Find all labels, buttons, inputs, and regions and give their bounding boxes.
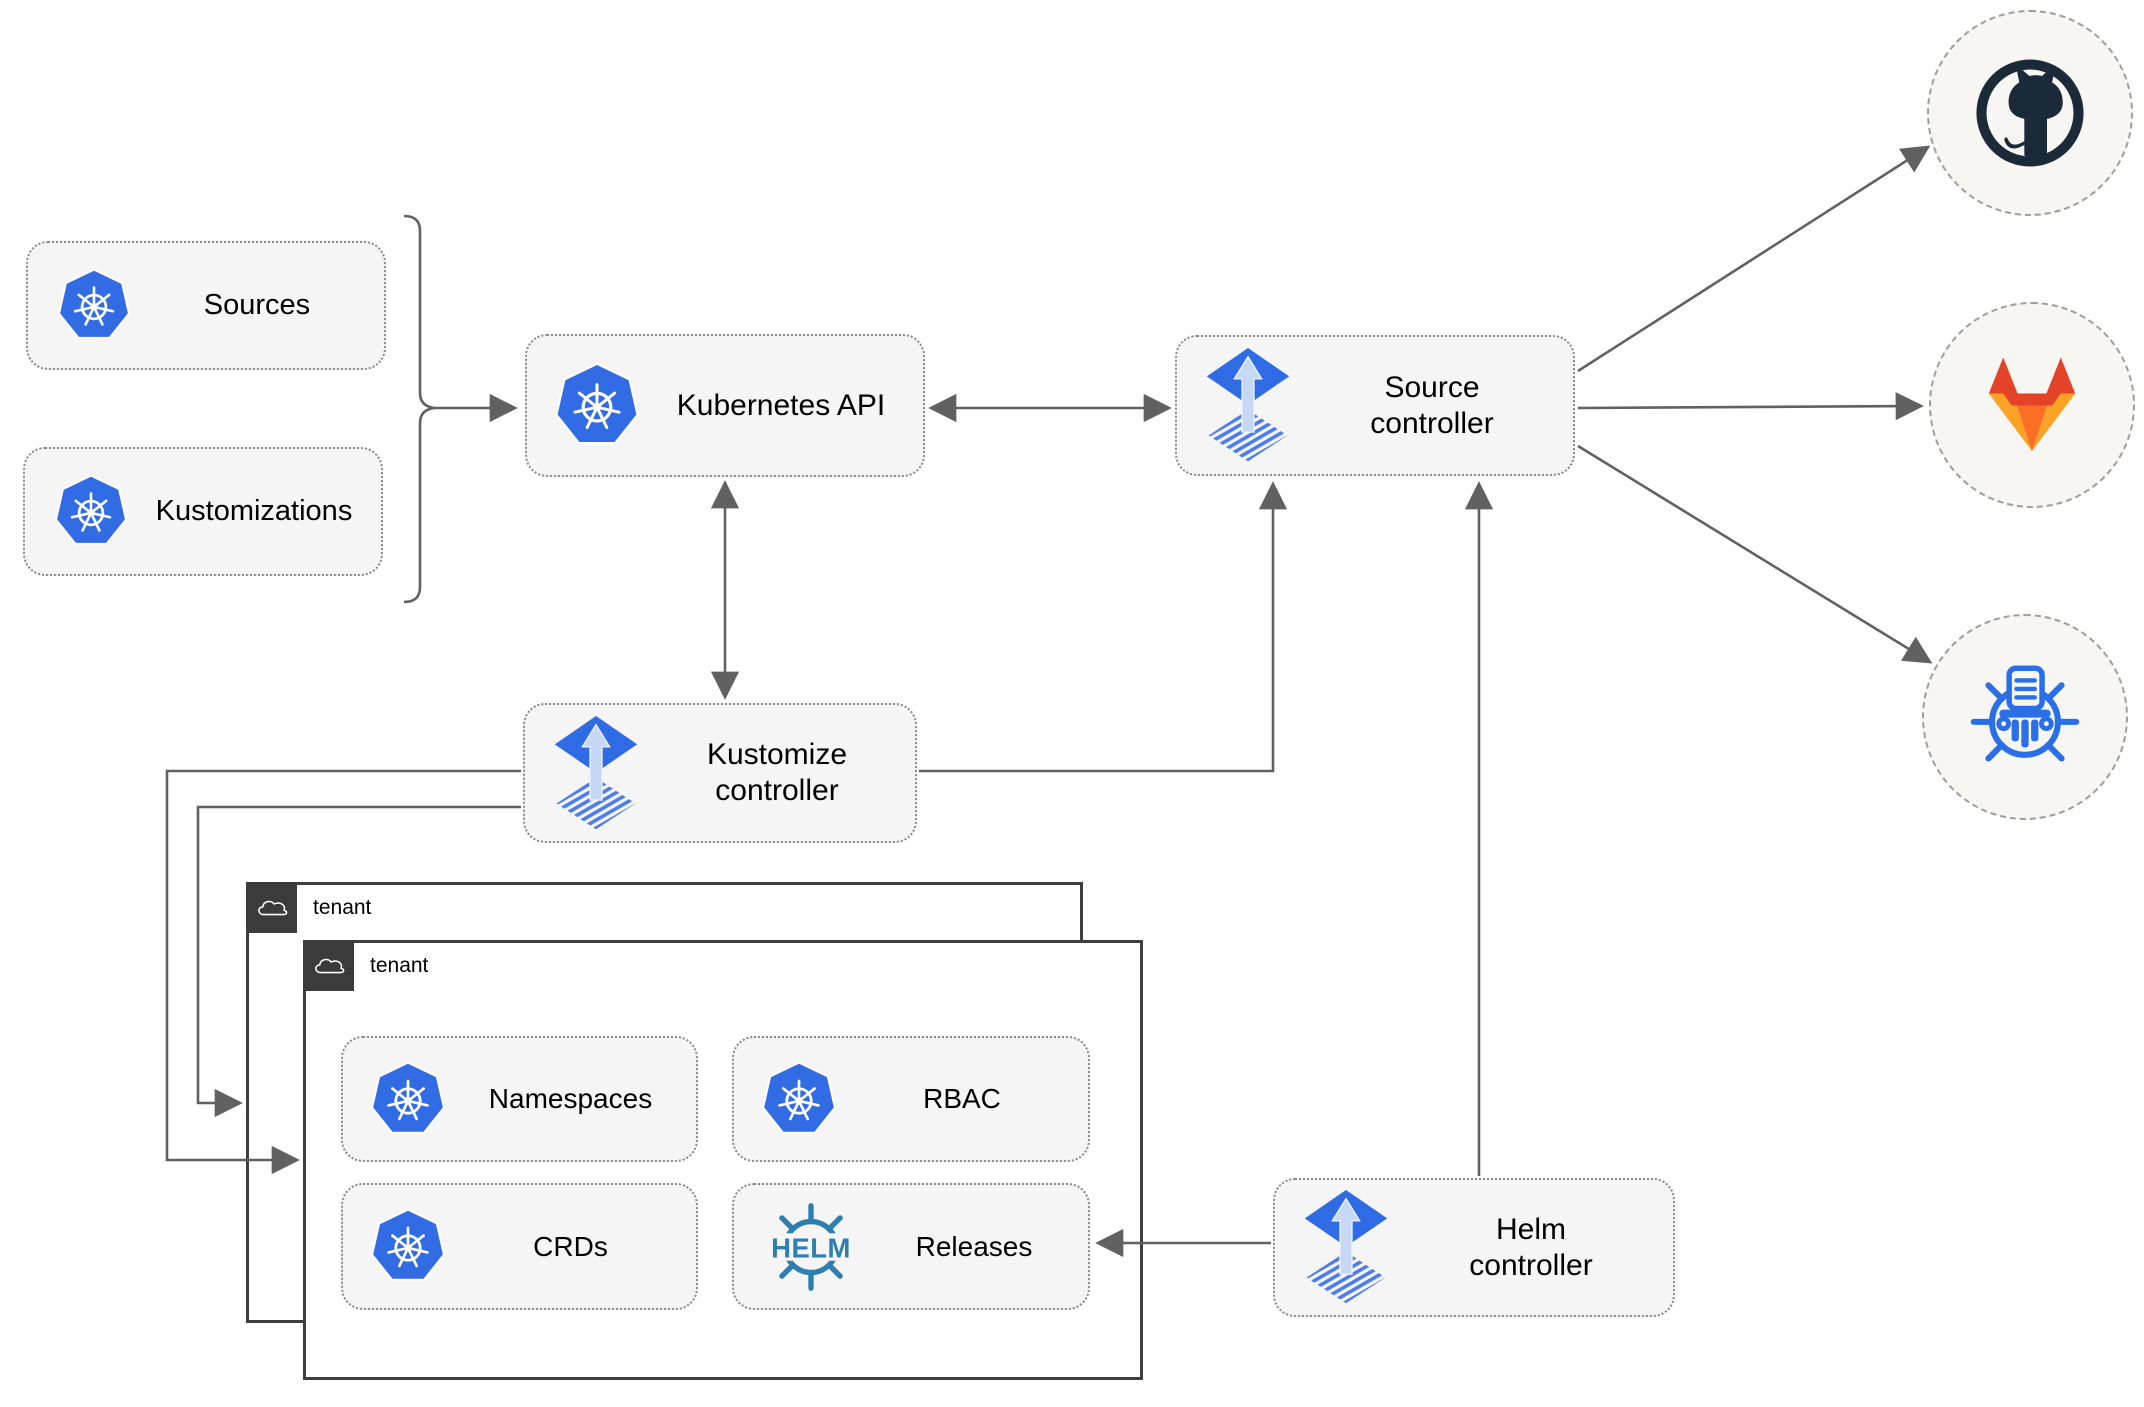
node-sources: Sources	[26, 241, 386, 370]
node-crds: CRDs	[341, 1183, 698, 1310]
node-namespaces: Namespaces	[341, 1036, 698, 1162]
tenant-label: tenant	[313, 896, 372, 919]
container-registry-icon	[1964, 656, 2086, 778]
kubernetes-icon	[555, 362, 639, 449]
kubernetes-icon	[371, 1061, 445, 1138]
kubernetes-icon	[55, 474, 127, 549]
tenant-tab	[246, 882, 297, 933]
flux-icon	[1205, 348, 1291, 463]
node-kustomize-controller: Kustomize controller	[523, 703, 917, 843]
edge-sourcectl-github	[1577, 145, 1931, 373]
edge-sourcectl-gitlab	[1577, 392, 1924, 421]
node-label: Source controller	[1370, 370, 1494, 440]
helm-icon	[762, 1198, 860, 1296]
node-kubernetes-api: Kubernetes API	[525, 334, 925, 477]
node-kustomizations: Kustomizations	[23, 447, 383, 576]
node-label: CRDs	[533, 1230, 608, 1262]
github-icon	[1967, 50, 2093, 176]
node-label: Namespaces	[488, 1083, 653, 1115]
node-container-registry	[1922, 614, 2128, 820]
edge-bracket	[403, 214, 436, 604]
node-label: Kubernetes API	[676, 388, 886, 422]
kubernetes-icon	[58, 268, 130, 343]
cloud-icon	[255, 895, 289, 920]
gitlab-icon	[1972, 355, 2092, 456]
edge-sourcectl-registry	[1577, 444, 1933, 664]
node-rbac: RBAC	[732, 1036, 1090, 1162]
cloud-icon	[312, 953, 346, 978]
tenant-label: tenant	[370, 954, 429, 977]
node-label: Helm controller	[1469, 1212, 1593, 1282]
kubernetes-icon	[371, 1208, 445, 1285]
node-label: Sources	[203, 289, 311, 322]
node-helm-controller: Helm controller	[1273, 1178, 1675, 1317]
node-gitlab	[1929, 302, 2135, 508]
node-github	[1927, 10, 2133, 216]
flux-icon	[553, 716, 639, 831]
kubernetes-icon	[762, 1061, 836, 1138]
node-label: RBAC	[923, 1083, 1001, 1115]
edge-kustomizectl-sourcectl	[919, 481, 1288, 773]
node-label: Releases	[915, 1230, 1033, 1262]
node-releases: Releases	[732, 1183, 1090, 1310]
node-source-controller: Source controller	[1175, 335, 1575, 476]
node-label: Kustomizations	[155, 495, 353, 528]
node-label: Kustomize controller	[706, 738, 848, 807]
flux-icon	[1303, 1190, 1389, 1305]
tenant-tab	[303, 940, 354, 991]
